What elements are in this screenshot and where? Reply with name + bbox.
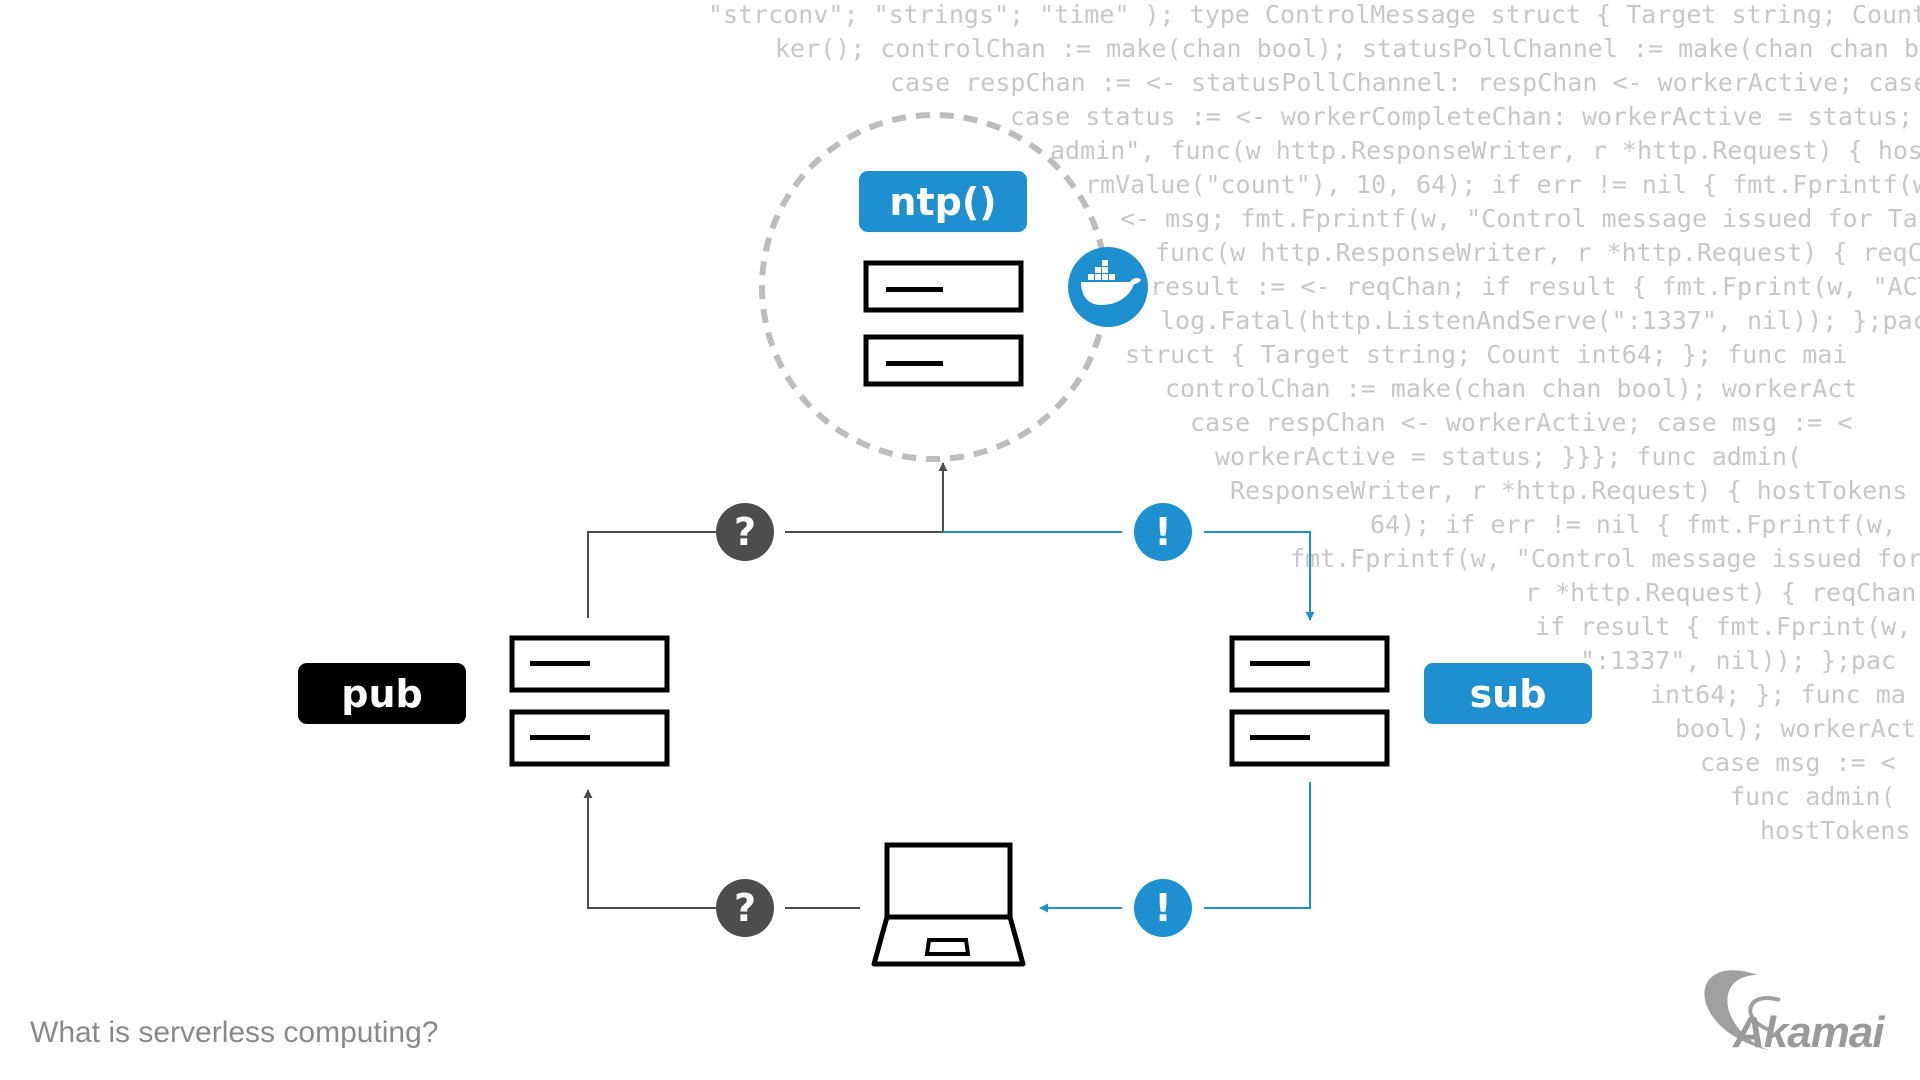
- function-server-stack-icon: [863, 260, 1024, 387]
- query-to-function-arrow: [785, 462, 948, 533]
- laptop-notify-badge: !: [1134, 879, 1192, 937]
- sub-server-stack-icon: [1229, 635, 1390, 767]
- notify-icon: !: [1154, 886, 1171, 930]
- pub-server-stack-icon: [509, 635, 670, 767]
- sub-notify-badge: !: [1134, 503, 1192, 561]
- subscriber-label: sub: [1424, 663, 1592, 724]
- slide-caption: What is serverless computing?: [30, 1016, 439, 1049]
- function-label: ntp(): [859, 171, 1027, 232]
- notify-icon: !: [1154, 510, 1171, 554]
- pub-query-line-top: [587, 531, 717, 618]
- publisher-label: pub: [298, 663, 466, 724]
- pub-query-badge: ?: [716, 503, 774, 561]
- query-to-pub-arrow: [583, 789, 717, 909]
- query-icon: ?: [734, 510, 756, 554]
- docker-whale-icon: [1068, 247, 1148, 327]
- laptop-query-badge: ?: [716, 879, 774, 937]
- query-icon: ?: [734, 886, 756, 930]
- notify-to-sub-arrow: [1204, 531, 1315, 621]
- akamai-logo-swoosh: [1704, 970, 1781, 1050]
- sub-notify-line-bottom: [1204, 782, 1311, 909]
- laptop-icon: [871, 842, 1026, 967]
- akamai-logo: Akamai: [1733, 1008, 1885, 1057]
